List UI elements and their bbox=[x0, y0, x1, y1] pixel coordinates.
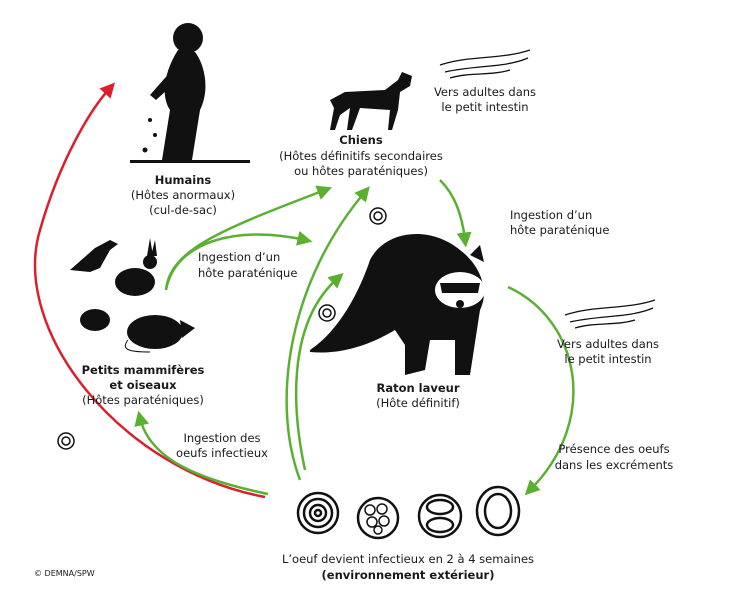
petits-title2: et oiseaux bbox=[109, 378, 177, 392]
crow-silhouette bbox=[70, 240, 118, 272]
chiens-line1: (Hôtes définitifs secondaires bbox=[279, 149, 443, 163]
egg-stages bbox=[296, 485, 521, 540]
child-silhouette bbox=[130, 23, 250, 163]
raton-title: Raton laveur bbox=[376, 381, 459, 395]
credit: © DEMNA/SPW bbox=[34, 569, 95, 578]
presence-line1: Présence des oeufs bbox=[558, 442, 669, 456]
raccoon-silhouette bbox=[310, 233, 485, 375]
chiens-title: Chiens bbox=[339, 133, 383, 147]
egg-morula-icon bbox=[356, 496, 400, 540]
ingestion-oeufs-line2: oeufs infectieux bbox=[176, 446, 268, 460]
petits-line1: (Hôtes paraténiques) bbox=[82, 393, 204, 407]
humains-line2: (cul-de-sac) bbox=[149, 203, 217, 217]
arrow-raccoon-to-eggs bbox=[507, 285, 575, 496]
worm-icon-top bbox=[439, 49, 531, 79]
vers-right-line1: Vers adultes dans bbox=[557, 337, 659, 351]
mouse-silhouette bbox=[80, 309, 110, 331]
green-arrows bbox=[134, 179, 575, 496]
ingestion-left-line2: hôte paraténique bbox=[198, 266, 297, 280]
presence-line2: dans les excréments bbox=[555, 458, 674, 472]
humains-title: Humains bbox=[155, 173, 212, 187]
worm-icon-right bbox=[564, 299, 656, 329]
humains-line1: (Hôtes anormaux) bbox=[131, 188, 235, 202]
arrow-eggs-to-raccoon bbox=[294, 273, 344, 471]
ingestion-right-line2: hôte paraténique bbox=[510, 223, 609, 237]
arrow-dog-to-raccoon bbox=[439, 179, 472, 248]
chiens-line2: ou hôtes paraténiques) bbox=[294, 164, 428, 178]
oeuf-line1: L’oeuf devient infectieux en 2 à 4 semai… bbox=[282, 552, 534, 566]
hare-silhouette bbox=[115, 238, 157, 296]
vers-top-line2: le petit intestin bbox=[441, 100, 528, 114]
egg-icon-small bbox=[57, 207, 387, 450]
oeuf-line2: (environnement extérieur) bbox=[322, 568, 495, 582]
rat-silhouette bbox=[124, 315, 195, 353]
dog-silhouette bbox=[330, 72, 412, 130]
ingestion-left-line1: Ingestion d’un bbox=[198, 250, 280, 264]
ingestion-right-line1: Ingestion d’un bbox=[510, 208, 592, 222]
arrow-eggs-to-dog bbox=[285, 186, 370, 481]
egg-embryonated-icon bbox=[296, 491, 340, 535]
egg-single-cell-icon bbox=[475, 485, 521, 537]
vers-top-line1: Vers adultes dans bbox=[434, 85, 536, 99]
arrow-small-mammals-to-raccoon bbox=[164, 231, 313, 291]
egg-two-cell-icon bbox=[417, 493, 463, 539]
petits-title1: Petits mammifères bbox=[82, 363, 205, 377]
vers-right-line2: le petit intestin bbox=[564, 352, 651, 366]
ingestion-oeufs-line1: Ingestion des bbox=[183, 431, 260, 445]
red-arrow-to-humans bbox=[33, 82, 266, 499]
raton-line1: (Hôte définitif) bbox=[376, 396, 460, 410]
arrow-eggs-to-small-mammals bbox=[134, 410, 269, 496]
